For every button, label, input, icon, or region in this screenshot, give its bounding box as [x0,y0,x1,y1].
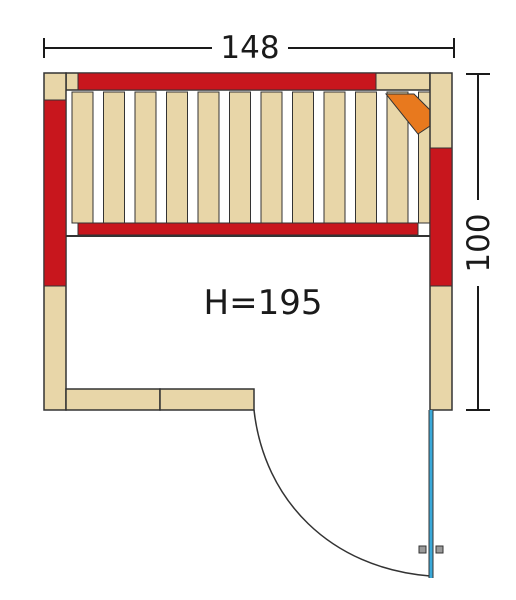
door-handle-icon [435,545,444,554]
right-wall-heater [429,147,453,287]
bench-slat [260,91,283,224]
back-wall [65,72,431,91]
width-dimension-label: 148 [220,30,279,66]
left-wall-heater [43,99,67,287]
door-swing-arc [253,409,431,577]
bench-slat [103,91,125,224]
bench-slat [229,91,251,224]
front-wall [65,388,255,411]
bench-slat [292,91,314,224]
bench-heater-front [77,222,419,236]
width-dimension: 148 [43,30,455,66]
bench-slat [71,91,94,224]
left-wall [43,72,67,411]
bench [66,90,440,237]
bench-slat [197,91,220,224]
bench-slat [134,91,157,224]
depth-dimension: 100 [461,73,497,411]
bench-slat [355,91,377,224]
glass-door [253,409,444,578]
right-wall [429,72,453,411]
bench-slat [323,91,346,224]
height-label: H=195 [204,283,323,323]
back-wall-heater [77,72,377,91]
depth-dimension-label: 100 [461,213,497,272]
bench-slat [166,91,188,224]
door-hinge-icon [418,545,427,554]
